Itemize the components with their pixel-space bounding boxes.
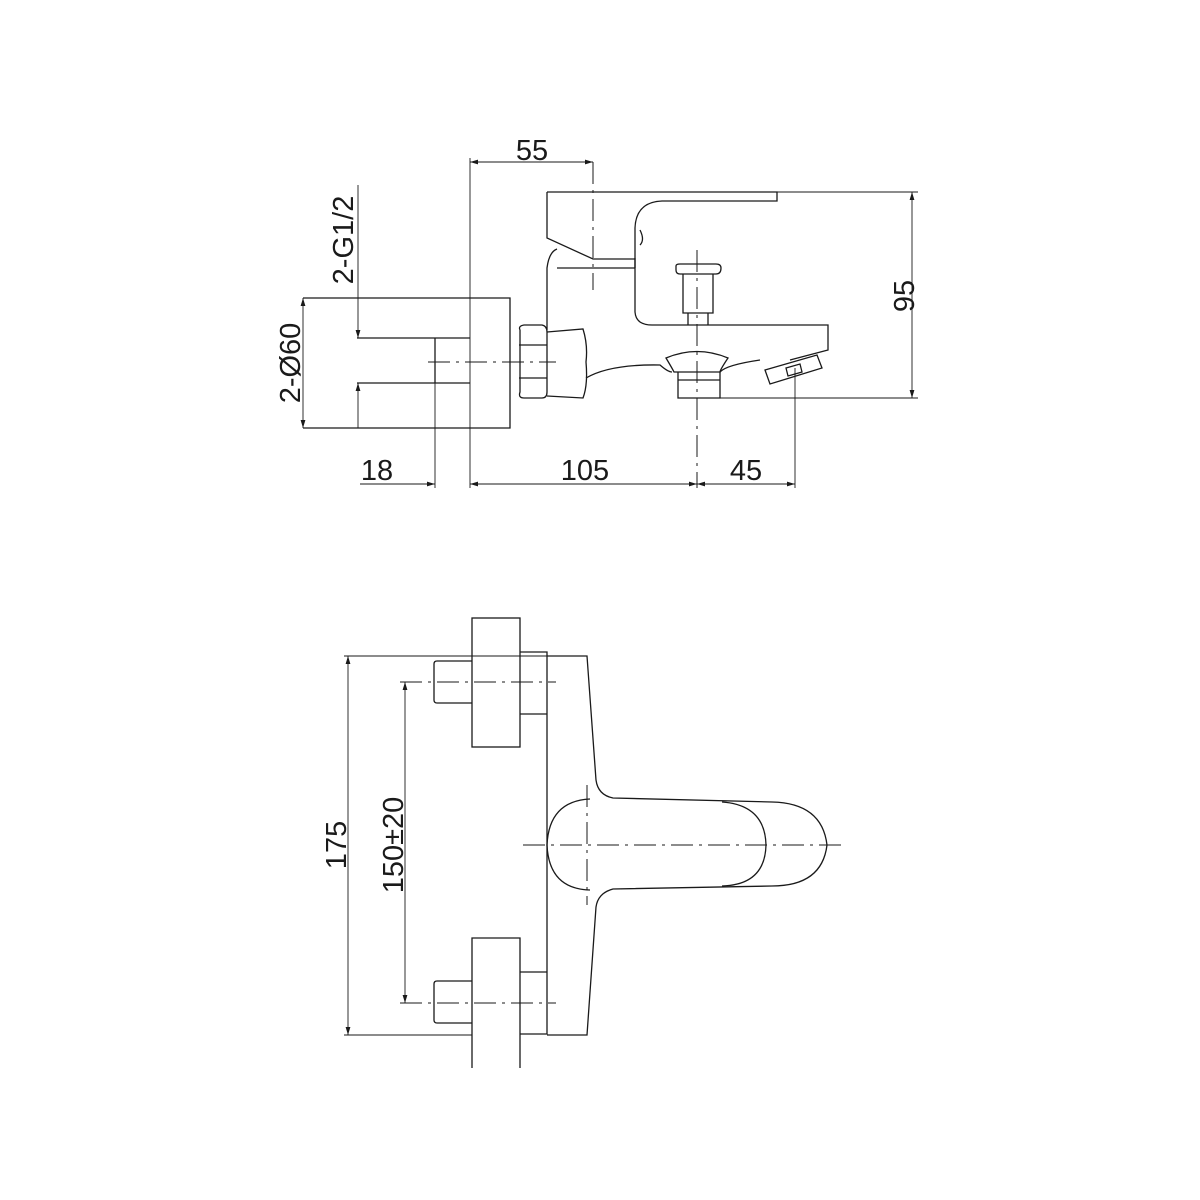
dimension-label-flange: 2-Ø60 [275, 323, 307, 404]
dimension-label-thread: 2-G1/2 [328, 196, 360, 285]
dimension-label-95: 95 [889, 280, 921, 312]
body-underside [585, 359, 761, 379]
lever-handle [546, 192, 644, 269]
connector [546, 328, 588, 399]
mounting-plate [520, 651, 548, 1035]
lower-inlet-pipe [433, 980, 472, 1024]
outlet [677, 372, 721, 399]
dimension-label-175: 175 [321, 821, 353, 869]
dimension-label-105: 105 [561, 455, 609, 487]
top-view: 175 150±20 [321, 617, 845, 1068]
side-view: 55 95 2-G1/2 2-Ø60 18 105 45 [275, 135, 921, 488]
spout-nozzle [764, 354, 823, 385]
wall-flange [303, 297, 511, 429]
dimension-label-150: 150±20 [378, 797, 410, 894]
aerator-dome [665, 350, 729, 373]
diverter-knob [675, 263, 722, 325]
dimension-label-55: 55 [516, 135, 548, 167]
hex-nut [518, 324, 548, 399]
dimension-label-18: 18 [361, 455, 393, 487]
upper-inlet-pipe [433, 660, 472, 704]
faucet-body [546, 191, 829, 361]
dimension-label-45: 45 [730, 455, 762, 487]
inlet-pipe [357, 337, 470, 384]
